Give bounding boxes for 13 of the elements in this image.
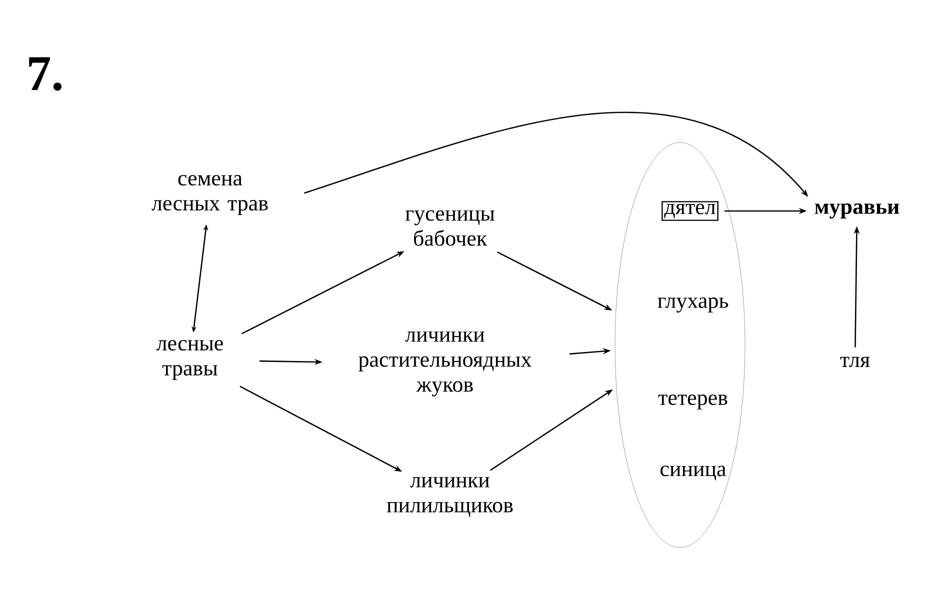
text-label: личинки растительноядных жуков xyxy=(358,332,532,396)
exercise-number: 7. xyxy=(29,57,62,91)
text-label: глухарь xyxy=(658,297,728,313)
text-label: синица xyxy=(660,466,726,480)
text-label: гусеницы бабочек xyxy=(405,210,494,246)
text-label: лесные травы xyxy=(156,340,223,380)
boxed-label: дятел xyxy=(662,201,718,221)
text-label: тля xyxy=(840,356,870,368)
ellipse xyxy=(614,142,746,548)
text-label: муравьи xyxy=(814,203,900,219)
text-label: тетерев xyxy=(658,394,728,410)
text-label: личинки пилильщиков xyxy=(386,477,513,517)
text-label: семена лесных трав xyxy=(152,174,268,216)
